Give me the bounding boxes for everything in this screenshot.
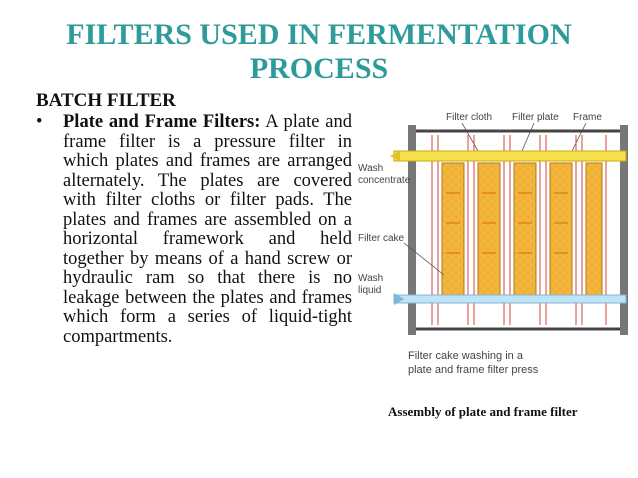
filter-cake-slabs [441,162,603,296]
filter-press-svg: Filter cloth Filter plate Frame [358,112,628,376]
figure-caption: Assembly of plate and frame filter [388,404,578,419]
press-end-right [620,125,628,335]
leader-filter-cake [403,242,445,276]
bullet-body: A plate and frame filter is a pressure f… [63,112,352,347]
wash-arrow-icon [394,293,404,305]
bullet-item: • Plate and Frame Filters: A plate and f… [36,112,352,347]
bullet-lead: Plate and Frame Filters: [63,112,261,132]
leader-filter-cloth [461,122,479,152]
label-filter-cloth: Filter cloth [446,112,492,123]
flow-arrows [446,192,568,254]
concentrate-arrow-icon [390,151,400,161]
slide-title: FILTERS USED IN FERMENTATION PROCESS [66,18,572,85]
press-end-left [408,125,416,335]
label-wash-concentrate-2: concentrate [358,175,411,186]
leader-frame [571,122,587,152]
label-filter-cake: Filter cake [358,233,405,244]
filter-press-diagram: Filter cloth Filter plate Frame [358,103,633,393]
wash-pipe [393,294,627,304]
label-wash-concentrate-1: Wash [358,163,383,174]
bullet-paragraph: Plate and Frame Filters: A plate and fra… [63,112,352,347]
label-frame: Frame [573,112,602,123]
leader-filter-plate [521,122,535,152]
bullet-dot: • [36,112,43,132]
inner-caption-2: plate and frame filter press [408,364,539,376]
inner-caption-1: Filter cake washing in a [408,350,524,362]
label-wash-liquid-1: Wash [358,273,383,284]
cloth-lines [431,135,607,325]
concentrate-pipe [393,150,627,162]
label-wash-liquid-2: liquid [358,285,381,296]
label-filter-plate: Filter plate [512,112,559,123]
section-heading: BATCH FILTER [36,90,176,111]
